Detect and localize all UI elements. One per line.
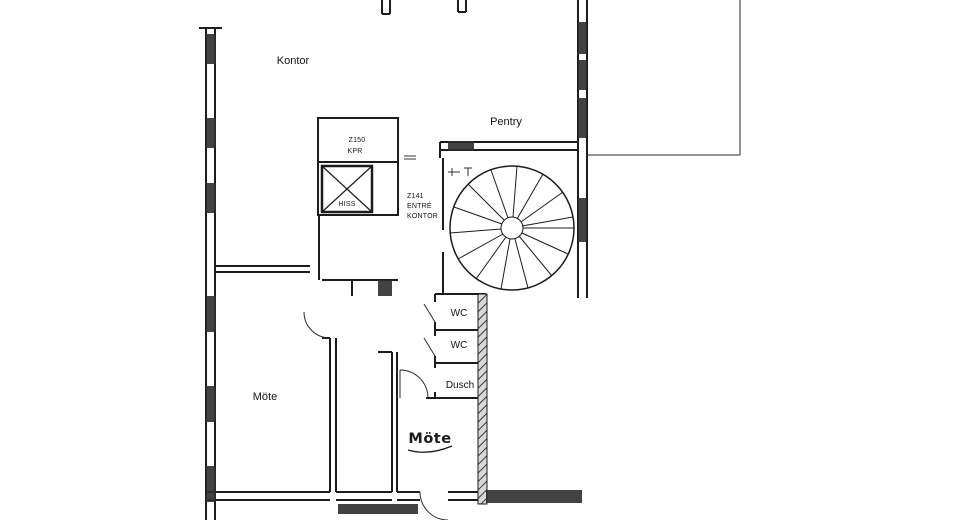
small-annotations: HISS Z150 KPR Z141 ENTRÉ KONTOR [338, 137, 438, 220]
room-labels: Kontor Pentry Möte WC WC Dusch Möte [253, 55, 523, 447]
room-label-kontor: Kontor [277, 55, 310, 67]
elevator-box [320, 164, 374, 214]
annotation-hiss: HISS [338, 201, 355, 208]
interior-wall-lines [206, 117, 578, 501]
handwritten-underline [407, 445, 453, 453]
stair-tread-lines [449, 165, 574, 290]
room-label-mote-center: Möte [408, 431, 451, 447]
room-label-wc-top: WC [451, 308, 468, 319]
elevator-shaft [320, 164, 374, 214]
annotation-z141: Z141 [407, 193, 424, 200]
interior-walls [206, 117, 578, 505]
annotation-z150: Z150 [349, 137, 366, 144]
door-arc-lines [303, 303, 449, 520]
spiral-staircase [449, 165, 575, 291]
room-label-wc-bottom: WC [451, 340, 468, 351]
exterior-walls [199, 0, 741, 520]
hatched-wall [477, 293, 488, 505]
scan-tick-marks [404, 155, 472, 176]
room-label-mote-left: Möte [253, 391, 277, 403]
annotation-entre: ENTRÉ [407, 201, 432, 210]
door-arcs [303, 155, 472, 520]
room-label-pentry: Pentry [490, 116, 522, 128]
stair-center-post [500, 216, 524, 240]
elevator-cross [321, 165, 373, 213]
terrace-outline [587, 0, 741, 156]
room-label-dusch: Dusch [446, 380, 474, 391]
annotation-kpr: KPR [348, 148, 363, 155]
annotation-entre-kontor: KONTOR [407, 213, 438, 220]
